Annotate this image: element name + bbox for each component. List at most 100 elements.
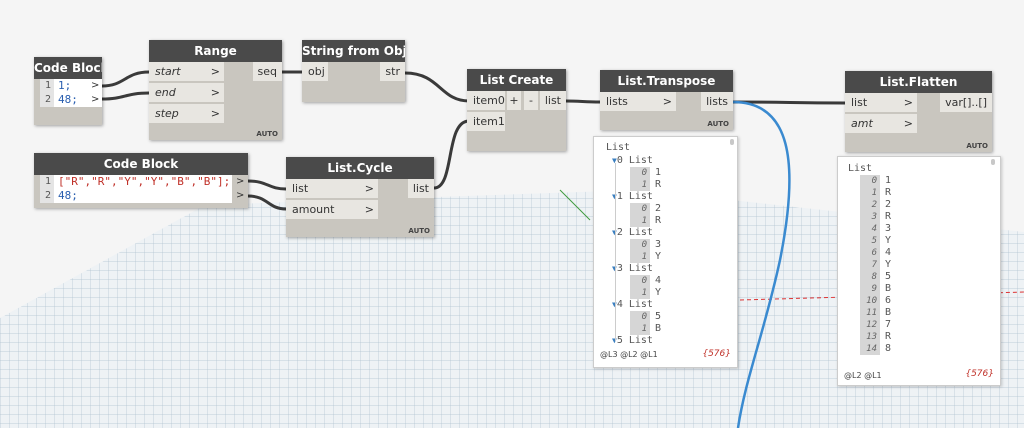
output-port-lists[interactable]: lists xyxy=(701,92,733,111)
code-line-1[interactable]: ["R","R","Y","Y","B","B"]; xyxy=(58,175,231,188)
input-port-obj[interactable]: obj xyxy=(302,62,328,81)
sublist-label: 0 List xyxy=(616,155,653,166)
output-port-str[interactable]: str xyxy=(380,62,405,81)
item-index: 2 xyxy=(860,199,880,211)
node-title: List.Cycle xyxy=(286,157,434,179)
preview-scrollbar[interactable] xyxy=(991,159,995,165)
code-block-node-2[interactable]: Code Block 1 2 ["R","R","Y","Y","B","B"]… xyxy=(34,153,248,208)
output-port-list[interactable]: list xyxy=(539,91,566,110)
wire-str-item0 xyxy=(404,71,470,103)
item-value: 2 xyxy=(885,199,892,210)
node-title: Code Block xyxy=(34,57,102,79)
code-editor[interactable]: 1 2 ["R","R","Y","Y","B","B"]; 48; xyxy=(40,175,232,203)
port-label: list xyxy=(851,96,868,109)
item-value: R xyxy=(885,331,892,342)
code-line-1[interactable]: 1; xyxy=(58,79,72,92)
output-port-seq[interactable]: seq xyxy=(252,62,282,81)
expand-triangle-icon[interactable]: ▼ xyxy=(612,228,617,237)
output-port-list[interactable]: list xyxy=(407,179,434,198)
item-value: 6 xyxy=(885,295,892,306)
output-port-arrow[interactable]: > xyxy=(91,94,100,105)
list-create-node[interactable]: List Create item0 + - item1 list xyxy=(467,69,566,151)
add-input-button[interactable]: + xyxy=(507,91,521,110)
preview-sublist: ▼3 List xyxy=(612,263,653,275)
expand-triangle-icon[interactable]: ▼ xyxy=(612,336,617,345)
item-value: R xyxy=(885,187,892,198)
item-value: 7 xyxy=(885,319,892,330)
input-port-end[interactable]: end> xyxy=(149,83,224,102)
item-count: {576} xyxy=(965,369,994,379)
input-port-item0[interactable]: item0 xyxy=(467,91,505,110)
expand-triangle-icon[interactable]: ▼ xyxy=(612,156,617,165)
port-label: end xyxy=(155,86,176,99)
input-port-amount[interactable]: amount> xyxy=(286,200,378,219)
output-port-var[interactable]: var[]..[] xyxy=(940,93,992,112)
node-title: List.Transpose xyxy=(600,70,733,92)
item-value: B xyxy=(655,323,662,334)
item-value: 8 xyxy=(885,343,892,354)
port-arrow-icon: > xyxy=(210,65,220,78)
output-port-arrow[interactable]: > xyxy=(236,190,245,201)
code-line-2[interactable]: 48; xyxy=(58,189,78,202)
lacing-auto-label: AUTO xyxy=(707,120,729,128)
item-value: B xyxy=(885,283,892,294)
list-cycle-node[interactable]: List.Cycle list> amount> list AUTO xyxy=(286,157,434,237)
input-port-lists[interactable]: lists> xyxy=(600,92,676,111)
expand-triangle-icon[interactable]: ▼ xyxy=(612,300,617,309)
item-value: Y xyxy=(655,251,662,262)
expand-triangle-icon[interactable]: ▼ xyxy=(612,264,617,273)
code-block-node-1[interactable]: Code Block 1 2 1; 48; > > xyxy=(34,57,102,125)
lacing-auto-label: AUTO xyxy=(408,227,430,235)
item-index: 1 xyxy=(630,215,650,227)
code-line-2[interactable]: 48; xyxy=(58,93,78,106)
lacing-auto-label: AUTO xyxy=(966,142,988,150)
remove-input-button[interactable]: - xyxy=(524,91,538,110)
list-flatten-node[interactable]: List.Flatten list> amt> var[]..[] AUTO xyxy=(845,71,992,152)
output-port-arrow[interactable]: > xyxy=(236,176,245,187)
sublist-label: 5 List xyxy=(616,335,653,346)
port-arrow-icon: > xyxy=(662,95,672,108)
list-transpose-node[interactable]: List.Transpose lists> lists AUTO xyxy=(600,70,733,130)
input-port-amt[interactable]: amt> xyxy=(845,114,917,133)
port-label: amt xyxy=(851,117,873,130)
port-label: step xyxy=(155,107,179,120)
item-index: 0 xyxy=(860,175,880,187)
preview-sublist: ▼4 List xyxy=(612,299,653,311)
expand-triangle-icon[interactable]: ▼ xyxy=(612,192,617,201)
list-levels[interactable]: @L2 @L1 xyxy=(844,371,882,380)
item-count: {576} xyxy=(702,349,731,359)
item-index: 0 xyxy=(630,167,650,179)
item-index: 10 xyxy=(860,295,880,307)
output-port-arrow[interactable]: > xyxy=(91,80,100,91)
preview-scrollbar[interactable] xyxy=(730,139,734,145)
input-port-list[interactable]: list> xyxy=(286,179,378,198)
item-index: 1 xyxy=(860,187,880,199)
node-title: String from Object xyxy=(302,40,405,62)
range-node[interactable]: Range start> end> step> seq AUTO xyxy=(149,40,282,140)
input-port-item1[interactable]: item1 xyxy=(467,112,505,131)
input-port-start[interactable]: start> xyxy=(149,62,224,81)
line-number: 1 xyxy=(44,80,51,91)
string-from-object-node[interactable]: String from Object obj str xyxy=(302,40,405,102)
input-port-list[interactable]: list> xyxy=(845,93,917,112)
code-editor[interactable]: 1 2 1; 48; xyxy=(40,79,102,107)
item-index: 1 xyxy=(630,287,650,299)
list-levels[interactable]: @L3 @L2 @L1 xyxy=(600,350,658,359)
input-port-step[interactable]: step> xyxy=(149,104,224,123)
item-index: 0 xyxy=(630,203,650,215)
preview-sublist: ▼5 List xyxy=(612,335,653,347)
